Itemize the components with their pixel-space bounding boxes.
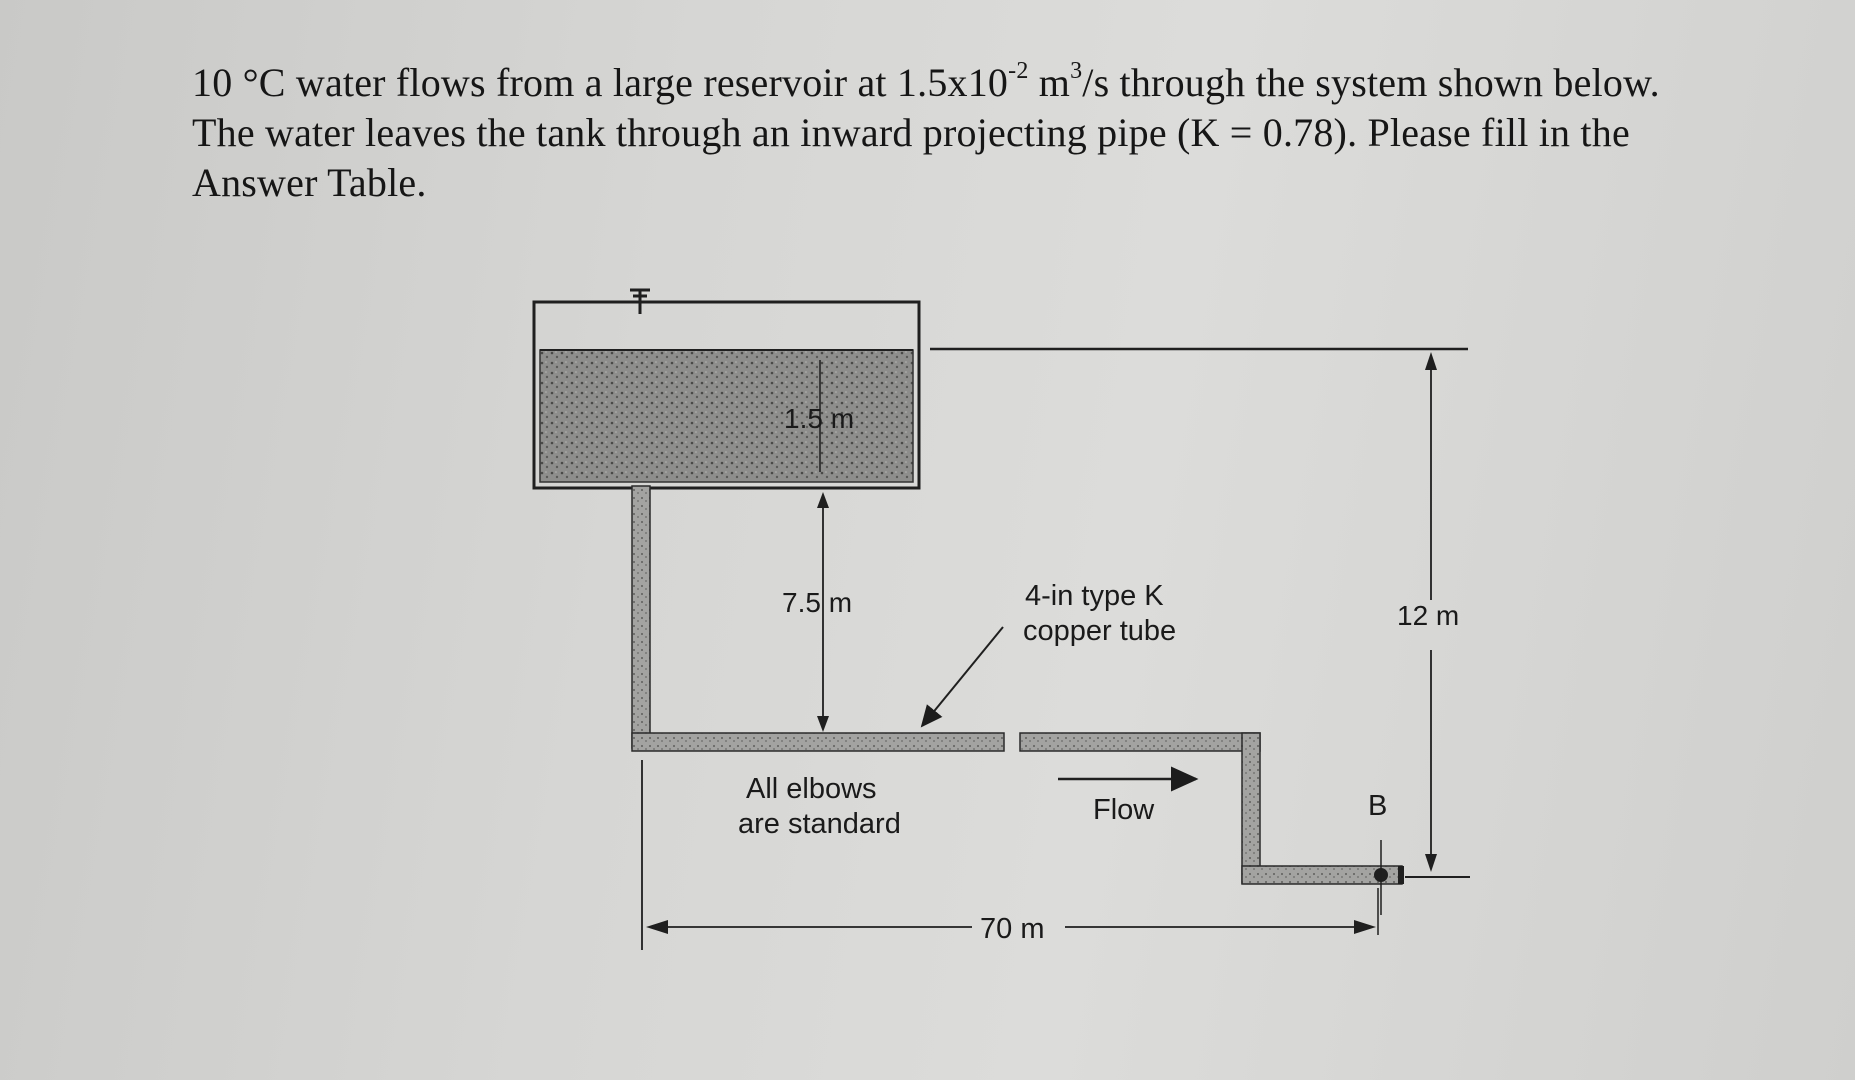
problem-text-1a: 10 °C water flows from a large reservoir… <box>192 60 1009 105</box>
tube-label-line2: copper tube <box>1023 615 1176 647</box>
drop-label: 7.5 m <box>782 587 852 618</box>
problem-text-1b: m <box>1028 60 1071 105</box>
depth-label: 1.5 m <box>784 403 854 434</box>
point-b-label: B <box>1368 790 1387 822</box>
tube-leader-arrow <box>920 626 1004 728</box>
problem-statement: 10 °C water flows from a large reservoir… <box>192 58 1772 208</box>
flow-label: Flow <box>1093 794 1155 826</box>
pipe-system <box>631 485 1404 885</box>
elbows-label-line1: All elbows <box>746 773 877 805</box>
height-dimension <box>1380 352 1470 915</box>
reservoir-tank <box>532 288 921 490</box>
problem-line-1: 10 °C water flows from a large reservoir… <box>192 58 1772 108</box>
length-label: 70 m <box>980 913 1044 945</box>
exponent-cubed: 3 <box>1070 58 1083 84</box>
problem-text-1c: /s through the system shown below. <box>1082 60 1660 105</box>
height-label: 12 m <box>1397 600 1459 631</box>
problem-line-3: Answer Table. <box>192 160 427 205</box>
elbows-label-line2: are standard <box>738 808 901 840</box>
tube-label-line1: 4-in type K <box>1025 580 1164 612</box>
length-dimension <box>641 760 1379 950</box>
exponent: -2 <box>1008 58 1029 84</box>
drop-dimension <box>817 492 829 732</box>
problem-line-2: The water leaves the tank through an inw… <box>192 110 1630 155</box>
